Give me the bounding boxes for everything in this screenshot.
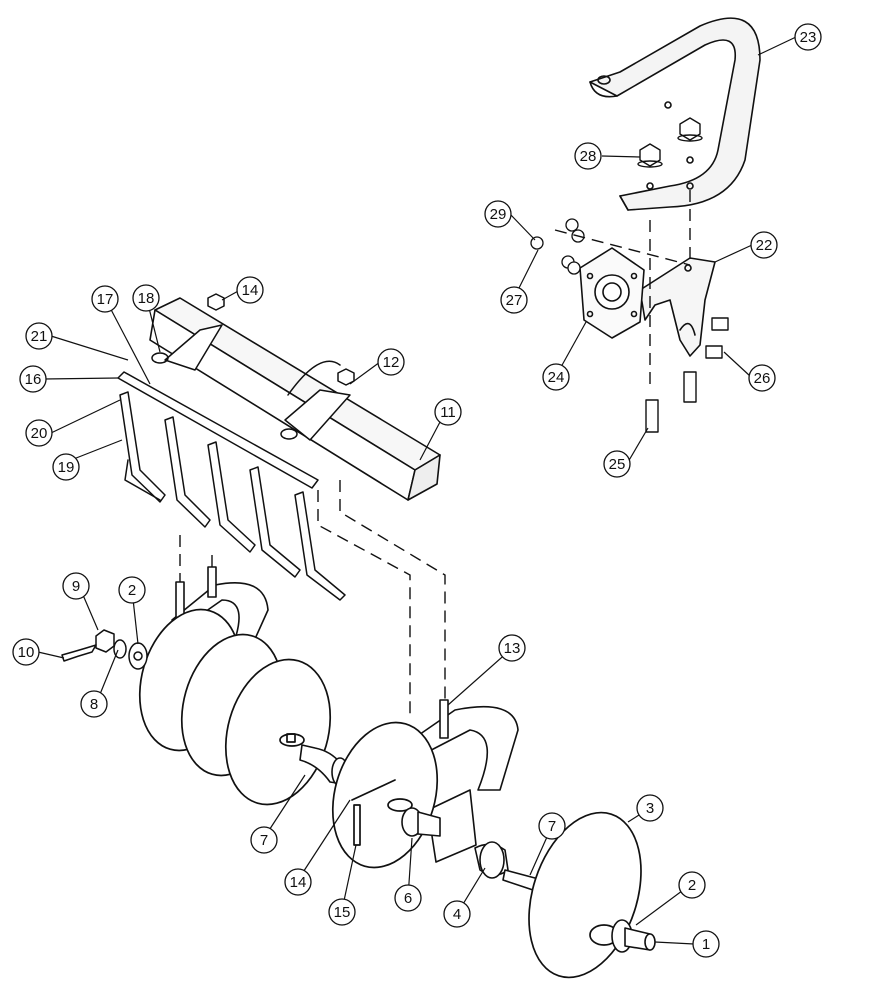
end-washer-bolt-part-1-2 [611, 919, 656, 953]
disc-blade-end-part-3 [528, 811, 642, 979]
callout-3: 3 [636, 794, 664, 822]
svg-text:8: 8 [90, 696, 98, 713]
callout-17: 15 [328, 898, 356, 926]
svg-text:20: 20 [31, 425, 48, 442]
callout-4: 4 [443, 900, 471, 928]
gang-hanger-right-part-15 [399, 699, 519, 863]
spacer-part-4 [474, 841, 509, 879]
callout-20: 18 [132, 284, 160, 312]
svg-text:14: 14 [242, 282, 259, 299]
svg-text:7: 7 [548, 818, 556, 835]
svg-text:17: 17 [97, 291, 114, 308]
svg-text:23: 23 [800, 29, 817, 46]
svg-text:13: 13 [504, 640, 521, 657]
svg-text:11: 11 [440, 404, 456, 421]
callout-27: 25 [603, 450, 631, 478]
clamp-brackets-part-13-19-20 [151, 293, 355, 441]
flange-nuts-part-30 [637, 117, 703, 168]
svg-text:15: 15 [334, 904, 351, 921]
callout-25: 23 [794, 23, 822, 51]
cotter-pin-part-11 [61, 644, 97, 662]
callout-28: 26 [748, 364, 776, 392]
svg-text:16: 16 [25, 371, 42, 388]
callout-14: 1314 [284, 868, 312, 896]
callout-16: 14 [236, 276, 264, 304]
svg-text:6: 6 [404, 890, 412, 907]
callout-30: 28 [574, 142, 602, 170]
svg-text:27: 27 [506, 292, 523, 309]
svg-text:7: 7 [260, 832, 268, 849]
svg-text:2: 2 [128, 582, 136, 599]
svg-text:25: 25 [609, 456, 626, 473]
shank-bar-part-18 [117, 371, 319, 489]
alignment-lines [179, 190, 691, 720]
callout-6: 6 [394, 884, 422, 912]
bearing-spool-part-6 [401, 807, 441, 837]
svg-text:29: 29 [490, 206, 507, 223]
svg-text:12: 12 [383, 354, 400, 371]
callout-1: 1 [692, 930, 720, 958]
callout-21: 19 [52, 453, 80, 481]
callout-11: 10 [12, 638, 40, 666]
svg-text:18: 18 [138, 290, 155, 307]
callout-31: 29 [484, 200, 512, 228]
callout-2-right: 2 [678, 871, 706, 899]
callout-19: 17 [91, 285, 119, 313]
callout-2-left: 2 [118, 576, 146, 604]
callout-23: 21 [25, 322, 53, 350]
svg-text:24: 24 [548, 369, 565, 386]
nuts-part-29-31 [530, 218, 585, 275]
svg-text:28: 28 [580, 148, 597, 165]
callout-26: 24 [542, 363, 570, 391]
callout-9: 8 [80, 690, 108, 718]
callout-29: 27 [500, 286, 528, 314]
callouts: 23 28 29 22 27 24 26 25 14 17 18 21 16 1… [12, 23, 822, 958]
svg-text:14: 14 [290, 874, 307, 891]
shanks-part-21-22 [119, 391, 346, 601]
callout-8: 7 [250, 826, 278, 854]
svg-text:9: 9 [72, 578, 80, 595]
callout-7: 77 [538, 812, 566, 840]
disc-blades-left-gang [138, 608, 332, 806]
svg-text:10: 10 [18, 644, 35, 661]
callout-18: 16 [19, 365, 47, 393]
callout-22: 20 [25, 419, 53, 447]
callout-13: 12 [377, 348, 405, 376]
svg-text:4: 4 [453, 906, 461, 923]
callout-10: 9 [62, 572, 90, 600]
u-frame-part-25 [589, 17, 761, 211]
bearing-bracket-part-24 [639, 257, 716, 357]
callout-15: 13 [498, 634, 526, 662]
svg-text:19: 19 [58, 459, 75, 476]
callout-24: 22 [750, 231, 778, 259]
callout-12: 11 [434, 398, 462, 426]
nut-washer-part-9-10 [95, 629, 148, 670]
svg-text:2: 2 [688, 877, 696, 894]
svg-text:21: 21 [31, 328, 48, 345]
svg-text:1: 1 [702, 936, 710, 953]
svg-text:3: 3 [646, 800, 654, 817]
svg-text:22: 22 [756, 237, 773, 254]
svg-text:26: 26 [754, 370, 771, 387]
gang-hanger-left [171, 566, 269, 651]
bolts-part-27-28 [645, 317, 729, 433]
flange-bearing-part-26 [579, 247, 645, 339]
